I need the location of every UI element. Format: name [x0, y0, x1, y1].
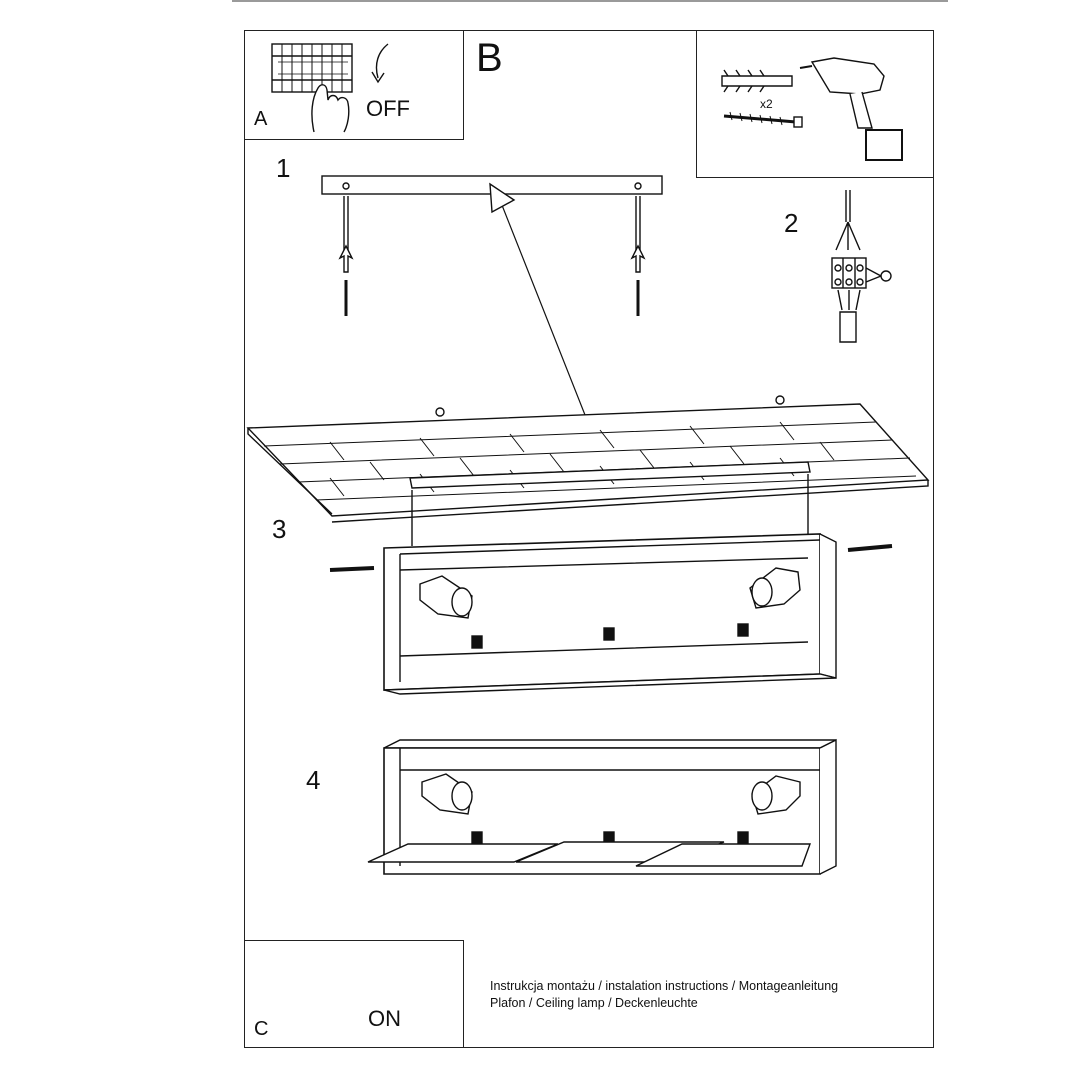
footer-info: Instrukcja montażu / instalation instruc…	[490, 978, 838, 1012]
panel-c-letter: C	[254, 1018, 269, 1040]
step-3-number: 3	[272, 514, 287, 544]
screw-icon	[723, 111, 803, 128]
panel-a-letter: A	[254, 108, 268, 130]
side-screw-left	[329, 566, 375, 572]
footer-title-line: Instrukcja montażu / instalation instruc…	[490, 979, 839, 993]
hanging-wires	[411, 474, 809, 546]
step-4-number: 4	[306, 765, 321, 795]
wiring-terminal-icon	[831, 190, 892, 343]
spotlight-left-icon	[419, 575, 473, 619]
power-drill-icon	[799, 57, 903, 161]
right-mounting-screw	[630, 196, 646, 316]
panel-a-off-label: OFF	[366, 96, 410, 121]
anchor-count: x2	[760, 97, 773, 111]
left-mounting-screw	[338, 196, 354, 316]
diffuser-panels	[367, 841, 811, 867]
instruction-frame	[244, 30, 934, 1048]
led-modules-step3	[471, 623, 749, 649]
panel-b-letter: B	[476, 36, 503, 80]
spotlight-right-step4-icon	[751, 775, 801, 815]
wall-plug-icon	[721, 69, 793, 93]
ceiling-slab	[246, 395, 930, 523]
step-2-number: 2	[784, 208, 799, 238]
panel-c-on-label: ON	[368, 1006, 401, 1031]
top-rule	[232, 0, 948, 2]
side-screw-right	[847, 544, 893, 552]
circuit-breaker-off-icon	[271, 43, 389, 133]
footer-product-line: Plafon / Ceiling lamp / Deckenleuchte	[490, 996, 698, 1010]
lamp-body-step3	[383, 533, 837, 695]
spotlight-right-icon	[749, 567, 801, 609]
spotlight-left-step4-icon	[421, 773, 473, 815]
panel-c-power-on	[244, 940, 464, 1048]
step-1-number: 1	[276, 153, 291, 183]
